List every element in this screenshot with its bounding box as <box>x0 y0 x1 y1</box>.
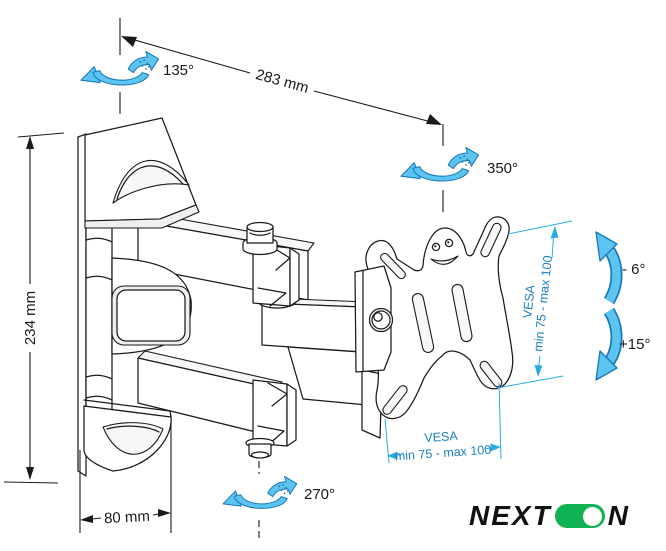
logo-text-suffix: N <box>607 500 630 531</box>
tilt-arrow-up-icon <box>595 231 623 305</box>
top-hinge <box>252 243 300 309</box>
dimension-span-283: 283 mm <box>121 36 442 125</box>
vesa-slot-mid-left <box>411 292 435 354</box>
label-tilt-down: +15° <box>619 336 650 353</box>
rotation-arrow-270-icon <box>222 475 298 509</box>
dimension-width-80: 80 mm <box>79 419 172 533</box>
dimension-height-234: 234 mm <box>3 132 65 484</box>
swivel-axis-bottom: 270° <box>222 461 335 540</box>
label-swivel-135: 135° <box>163 62 194 79</box>
label-span-283: 283 mm <box>254 66 311 97</box>
bottom-knob <box>245 437 275 459</box>
vesa-slot-top-right <box>480 222 502 258</box>
label-vesa-bottom-1: VESA <box>424 429 459 445</box>
rotation-arrow-350-icon <box>400 146 480 182</box>
logo-text-prefix: NEXT <box>469 500 552 531</box>
label-height-234: 234 mm <box>22 291 39 345</box>
nexton-logo: NEXT N <box>469 502 630 530</box>
label-swivel-270: 270° <box>304 486 335 503</box>
swivel-axis-top: 135° <box>80 18 194 114</box>
label-vesa-bottom-2: min 75 - max 100 <box>394 443 491 464</box>
tilt-bracket <box>354 265 394 373</box>
toggle-o-icon <box>554 504 605 528</box>
vesa-slot-bottom-right <box>479 360 503 388</box>
wall-plate <box>77 117 200 477</box>
tilt-annotation: - 6° +15° <box>595 231 650 381</box>
label-swivel-350: 350° <box>487 160 518 177</box>
vesa-slot-top-left <box>380 252 406 280</box>
vesa-slot-mid-right <box>451 283 473 343</box>
label-tilt-up: - 6° <box>622 261 646 278</box>
bottom-arm <box>137 350 283 438</box>
vesa-dimension-bottom: VESA min 75 - max 100 <box>384 382 502 464</box>
top-knob <box>242 221 278 256</box>
label-width-80: 80 mm <box>104 508 151 527</box>
wall-mount-drawing <box>77 117 514 477</box>
swivel-axis-mid: 350° <box>400 124 518 212</box>
bottom-hinge <box>252 379 297 447</box>
vesa-slot-bottom-left <box>382 385 408 415</box>
smiley-face-icon <box>430 238 459 265</box>
vesa-plate <box>365 216 514 420</box>
tilt-arrow-down-icon <box>595 307 623 381</box>
label-vesa-side-1: VESA <box>520 284 537 319</box>
toggle-knob-icon <box>583 506 603 526</box>
rotation-arrow-135-icon <box>80 50 160 86</box>
